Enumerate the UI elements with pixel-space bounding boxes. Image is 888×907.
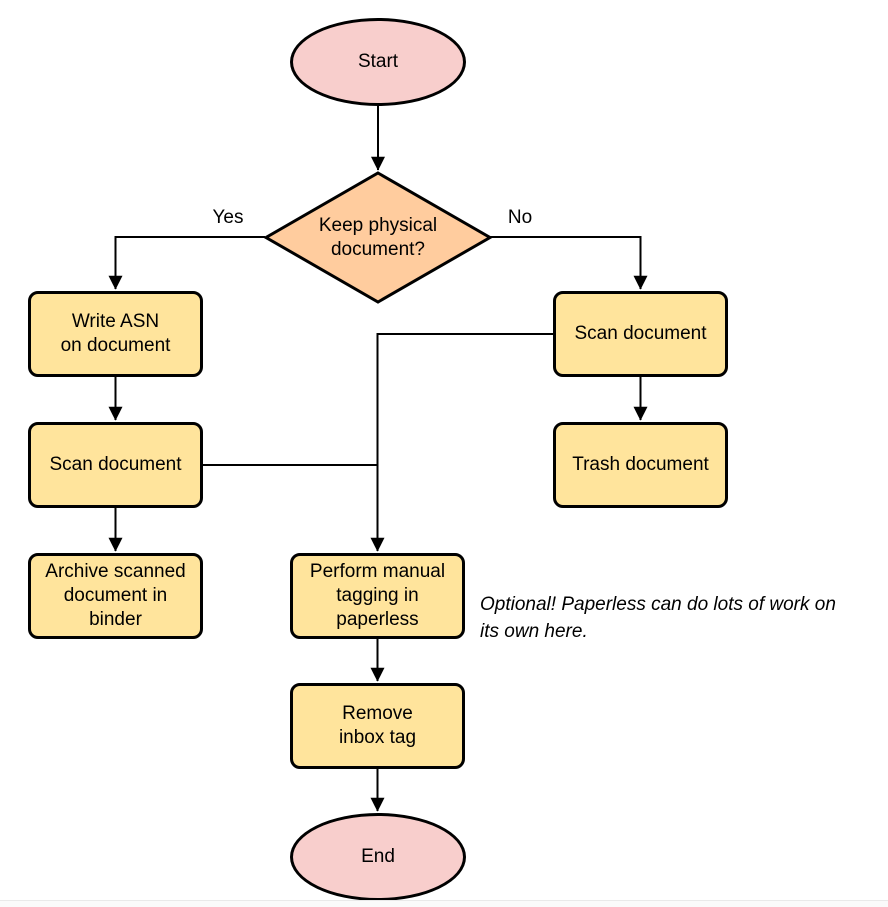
node-decision-label: Keep physical document?: [318, 214, 438, 260]
node-tagging-label: Perform manual tagging in paperless: [309, 561, 446, 630]
edge-label-yes: Yes: [212, 207, 244, 228]
node-scan-right-label: Scan document: [574, 323, 707, 344]
node-write-asn-label: Write ASN on document: [60, 311, 171, 356]
node-end-label: End: [361, 846, 395, 867]
annotation-optional-paperless: Optional! Paperless can do lots of work …: [480, 594, 836, 642]
node-trash-document: Trash document: [553, 422, 728, 508]
node-start: Start: [290, 18, 466, 106]
edge-scan-right-to-tagging: [370, 333, 553, 552]
node-archive-label: Archive scanned document in binder: [45, 561, 186, 630]
node-scan-document-left: Scan document: [28, 422, 203, 508]
edge-label-no: No: [507, 207, 533, 228]
node-scan-left-label: Scan document: [49, 454, 182, 475]
node-perform-manual-tagging: Perform manual tagging in paperless: [290, 553, 465, 639]
node-decision-keep-physical-document: Keep physical document?: [263, 170, 493, 305]
diamond-shape: [263, 171, 493, 304]
edge-decision-yes-to-write-asn: [108, 236, 265, 290]
node-archive-scanned-document: Archive scanned document in binder: [28, 553, 203, 639]
node-trash-label: Trash document: [572, 454, 709, 475]
node-remove-inbox-label: Remove inbox tag: [338, 703, 417, 748]
node-remove-inbox-tag: Remove inbox tag: [290, 683, 465, 769]
page-bottom-edge: [0, 900, 888, 907]
node-scan-document-right: Scan document: [553, 291, 728, 377]
node-end: End: [290, 813, 466, 901]
node-start-label: Start: [357, 51, 399, 72]
edge-decision-no-to-scan-right: [490, 236, 648, 290]
node-write-asn-on-document: Write ASN on document: [28, 291, 203, 377]
